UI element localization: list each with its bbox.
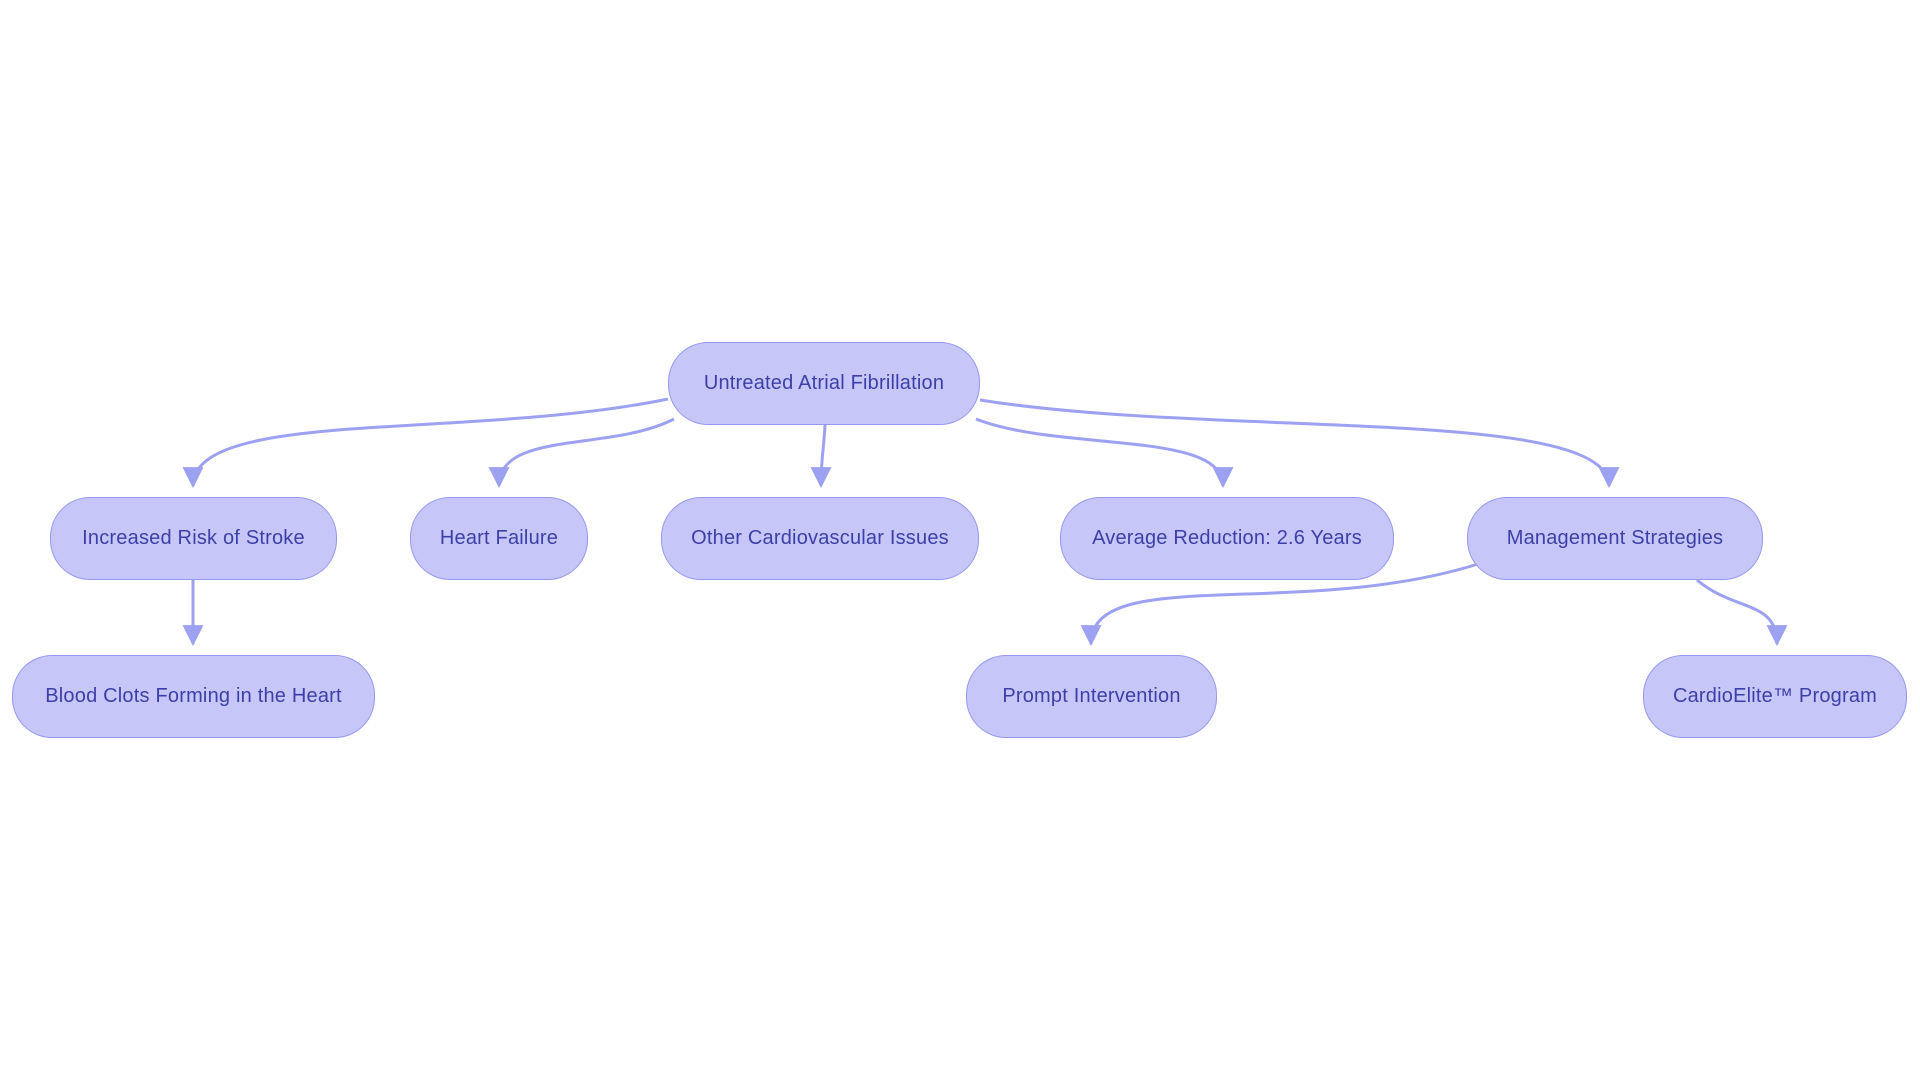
node-label: Prompt Intervention: [1002, 685, 1181, 707]
edge-root-to-other-cardiovascular: [810, 424, 832, 489]
edge-root-to-heart-failure: [488, 417, 675, 489]
node-label: Blood Clots Forming in the Heart: [45, 685, 342, 707]
node-label: Other Cardiovascular Issues: [691, 527, 949, 549]
node-average-reduction: Average Reduction: 2.6 Years: [1060, 497, 1394, 580]
node-blood-clots-forming: Blood Clots Forming in the Heart: [12, 655, 375, 738]
edge-root-to-average-reduction: [975, 417, 1234, 489]
node-label: Untreated Atrial Fibrillation: [703, 372, 945, 394]
edge-root-to-management-strategies: [979, 398, 1620, 489]
node-label: CardioElite™ Program: [1672, 685, 1878, 707]
node-management-strategies: Management Strategies: [1467, 497, 1763, 580]
node-heart-failure: Heart Failure: [410, 497, 588, 580]
edge-management-to-cardioelite: [1696, 578, 1788, 647]
node-label: Heart Failure: [439, 527, 559, 549]
node-label: Management Strategies: [1506, 527, 1724, 549]
node-prompt-intervention: Prompt Intervention: [966, 655, 1217, 738]
node-cardioelite-program: CardioElite™ Program: [1643, 655, 1907, 738]
node-label: Average Reduction: 2.6 Years: [1092, 527, 1362, 549]
node-increased-risk-of-stroke: Increased Risk of Stroke: [50, 497, 337, 580]
node-other-cardiovascular-issues: Other Cardiovascular Issues: [661, 497, 979, 580]
node-untreated-atrial-fibrillation: Untreated Atrial Fibrillation: [668, 342, 980, 425]
edge-root-to-increased-risk: [182, 397, 669, 489]
node-label: Increased Risk of Stroke: [82, 527, 305, 549]
